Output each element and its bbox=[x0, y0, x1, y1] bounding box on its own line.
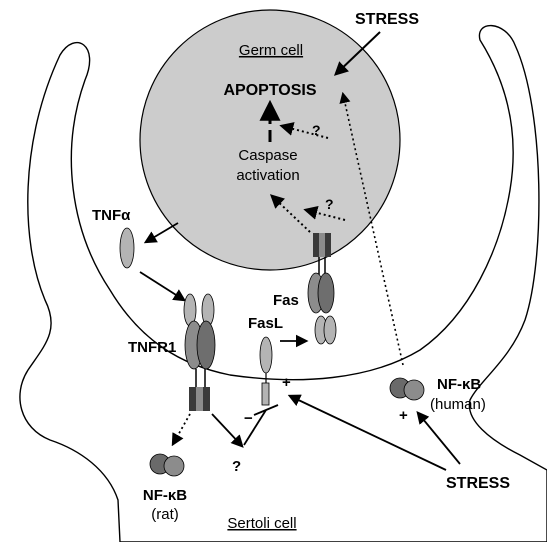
plus-human: + bbox=[399, 407, 408, 424]
caspase-label-line1: Caspase bbox=[238, 147, 297, 164]
fasl-molecule bbox=[260, 337, 272, 373]
nfkb-human-complex bbox=[390, 378, 424, 400]
arrow-to-tnf-alpha bbox=[146, 223, 178, 242]
tnf-alpha-label: TNFα bbox=[92, 207, 131, 224]
nfkb-human-sublabel: (human) bbox=[430, 396, 486, 413]
plus-fasl: + bbox=[282, 374, 291, 391]
nfkb-rat-label: NF-κB bbox=[143, 487, 187, 504]
caspase-label-line2: activation bbox=[236, 167, 299, 184]
tnf-alpha-molecule bbox=[120, 228, 134, 268]
nfkb-rat-sublabel: (rat) bbox=[151, 506, 179, 523]
fasl-label: FasL bbox=[248, 315, 283, 332]
stress-top-label: STRESS bbox=[355, 11, 419, 28]
minus-fasl: − bbox=[244, 410, 253, 427]
germ-cell-label: Germ cell bbox=[239, 42, 303, 59]
nfkb-human-label: NF-κB bbox=[437, 376, 481, 393]
question-lower: ? bbox=[232, 458, 241, 475]
tnfr1-label: TNFR1 bbox=[128, 339, 176, 356]
stress-bottom-label: STRESS bbox=[446, 475, 510, 492]
apoptosis-label: APOPTOSIS bbox=[223, 82, 316, 99]
question-middle: ? bbox=[325, 196, 334, 212]
fas-label: Fas bbox=[273, 292, 299, 309]
arrow-tnf-to-tnfr1 bbox=[140, 272, 184, 300]
fasl-stem bbox=[262, 383, 269, 405]
nfkb-rat-complex bbox=[150, 454, 184, 476]
sertoli-cell-label: Sertoli cell bbox=[227, 515, 296, 532]
